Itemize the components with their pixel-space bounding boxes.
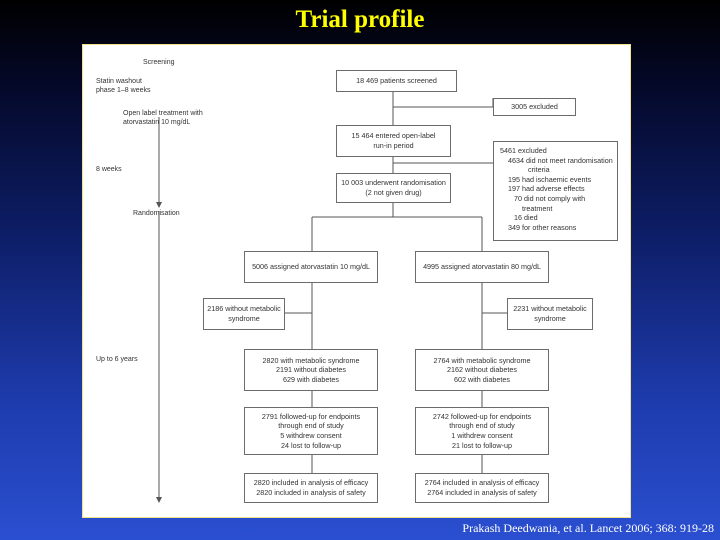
box-excluded-runin: 5461 excluded 4634 did not meet randomis… — [493, 141, 618, 241]
timeline-screening: Screening — [143, 59, 175, 66]
timeline-washout-line2: phase 1–8 weeks — [96, 87, 151, 94]
timeline-years: Up to 6 years — [96, 356, 138, 363]
box-followup-10mg: 2791 followed-up for endpoints through e… — [244, 407, 378, 455]
box-metabolic-80mg: 2764 with metabolic syndrome 2162 withou… — [415, 349, 549, 391]
box-arm-10mg: 5006 assigned atorvastatin 10 mg/dL — [244, 251, 378, 283]
box-excluded-initial: 3005 excluded — [493, 98, 576, 116]
box-followup-80mg: 2742 followed-up for endpoints through e… — [415, 407, 549, 455]
timeline-washout-line1: Statin washout — [96, 78, 142, 85]
timeline-randomisation: Randomisation — [133, 210, 180, 217]
citation: Prakash Deedwania, et al. Lancet 2006; 3… — [462, 521, 714, 535]
box-screened: 18 469 patients screened — [336, 70, 457, 92]
box-analysis-10mg: 2820 included in analysis of efficacy 28… — [244, 473, 378, 503]
box-no-metabolic-10mg: 2186 without metabolic syndrome — [203, 298, 285, 330]
timeline-weeks: 8 weeks — [96, 166, 122, 173]
timeline-openlabel-line1: Open label treatment with — [123, 110, 203, 117]
timeline-openlabel-line2: atorvastatin 10 mg/dL — [123, 119, 191, 126]
trial-profile-diagram: Screening Statin washout phase 1–8 weeks… — [82, 44, 631, 518]
connector-lines — [156, 92, 507, 503]
box-randomised: 10 003 underwent randomisation (2 not gi… — [336, 173, 451, 203]
slide-title: Trial profile — [295, 6, 425, 33]
box-arm-80mg: 4995 assigned atorvastatin 80 mg/dL — [415, 251, 549, 283]
box-analysis-80mg: 2764 included in analysis of efficacy 27… — [415, 473, 549, 503]
box-no-metabolic-80mg: 2231 without metabolic syndrome — [507, 298, 593, 330]
box-runin: 15 464 entered open-label run-in period — [336, 125, 451, 157]
box-metabolic-10mg: 2820 with metabolic syndrome 2191 withou… — [244, 349, 378, 391]
